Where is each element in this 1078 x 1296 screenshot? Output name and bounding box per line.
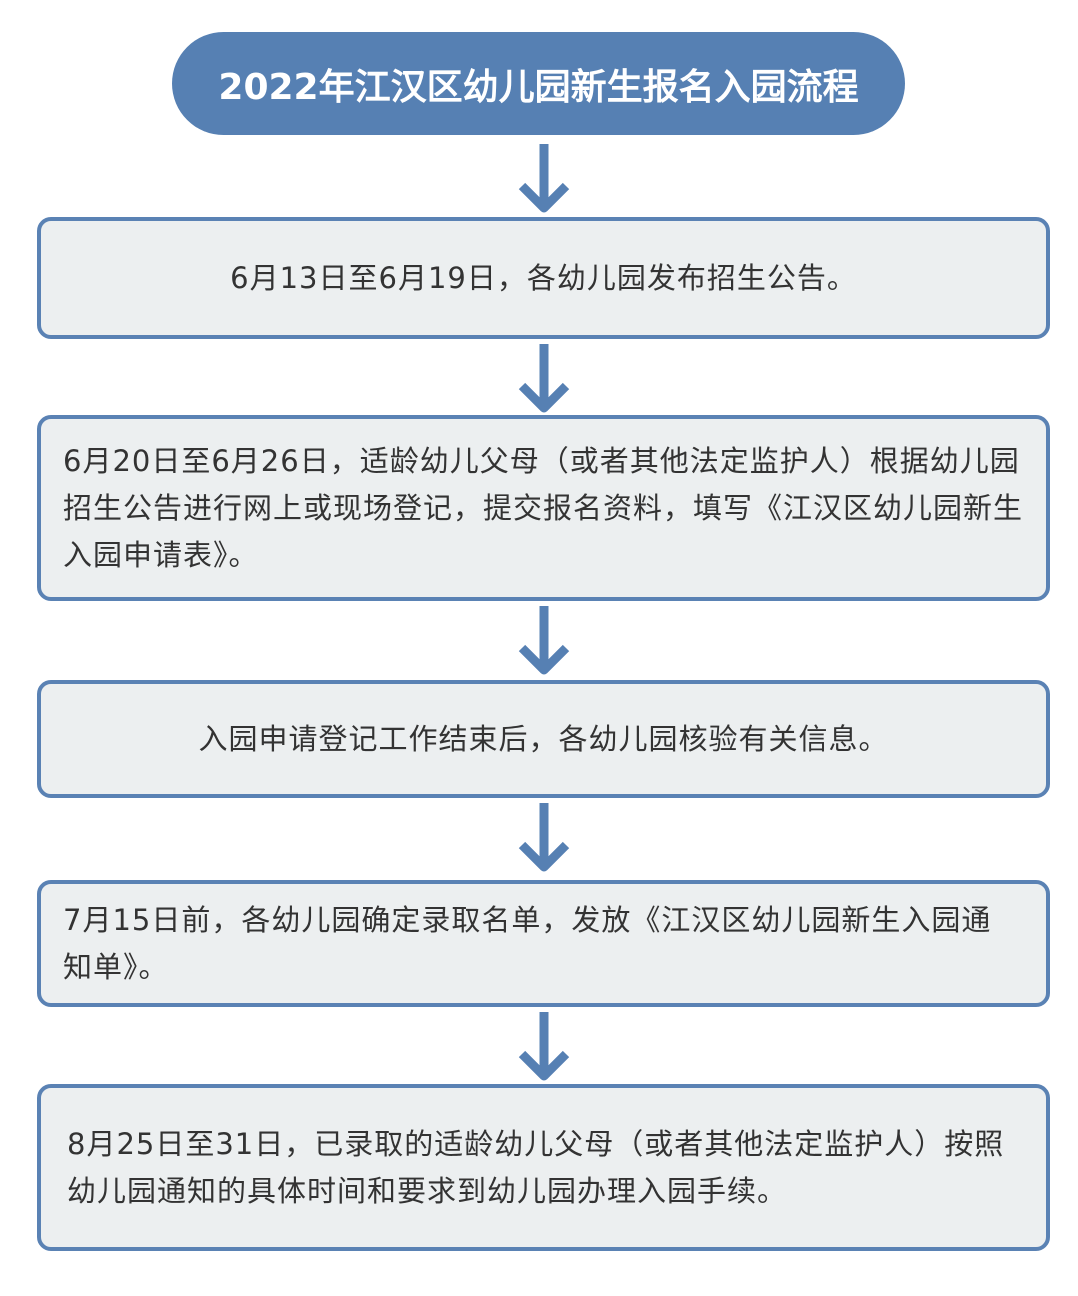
flow-title-text: 2022年江汉区幼儿园新生报名入园流程 [218,66,859,108]
step-2-text: 6月20日至6月26日，适龄幼儿父母（或者其他法定监护人）根据幼儿园招生公告进行… [63,443,1024,572]
step-1-text: 6月13日至6月19日，各幼儿园发布招生公告。 [230,260,857,295]
arrow-down-icon [518,344,570,413]
flow-title: 2022年江汉区幼儿园新生报名入园流程 [172,32,905,135]
step-2: 6月20日至6月26日，适龄幼儿父母（或者其他法定监护人）根据幼儿园招生公告进行… [37,415,1050,601]
step-5-text: 8月25日至31日，已录取的适龄幼儿父母（或者其他法定监护人）按照幼儿园通知的具… [67,1126,1005,1208]
step-3: 入园申请登记工作结束后，各幼儿园核验有关信息。 [37,680,1050,798]
step-4: 7月15日前，各幼儿园确定录取名单，发放《江汉区幼儿园新生入园通知单》。 [37,880,1050,1007]
arrow-down-icon [518,1012,570,1081]
step-5: 8月25日至31日，已录取的适龄幼儿父母（或者其他法定监护人）按照幼儿园通知的具… [37,1084,1050,1251]
arrow-down-icon [518,144,570,213]
step-4-text: 7月15日前，各幼儿园确定录取名单，发放《江汉区幼儿园新生入园通知单》。 [63,902,992,984]
step-1: 6月13日至6月19日，各幼儿园发布招生公告。 [37,217,1050,339]
arrow-down-icon [518,803,570,872]
arrow-down-icon [518,606,570,675]
step-3-text: 入园申请登记工作结束后，各幼儿园核验有关信息。 [198,721,889,756]
